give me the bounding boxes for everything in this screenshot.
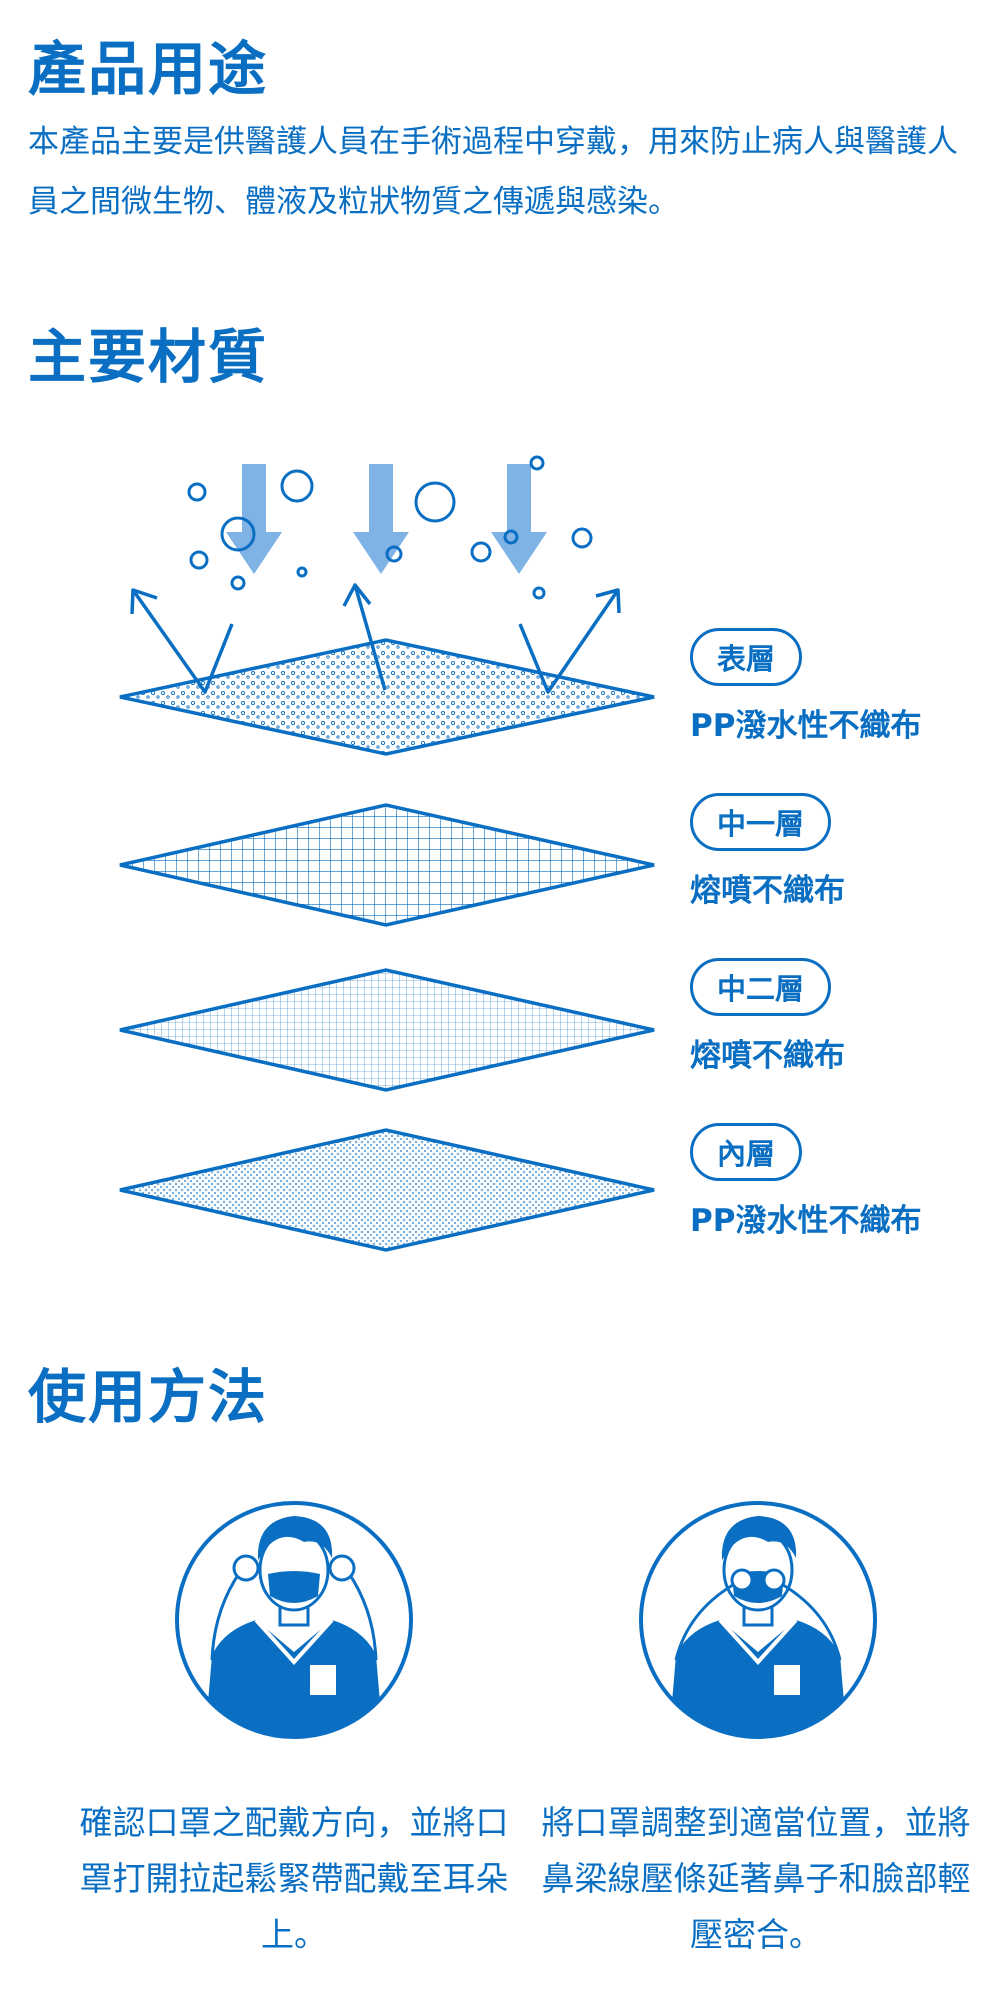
layer-surface-sheet [119,638,655,756]
layer-description: 熔噴不織布 [690,873,845,909]
layer-name-badge: 中一層 [690,793,832,851]
step-2-illustration [639,1501,877,1739]
material-layers-diagram [119,455,655,1252]
layer-middle-two-sheet [119,968,655,1092]
layer-name-badge: 表層 [690,628,803,686]
person-wearing-mask-icon [204,1516,384,1737]
layer-label-middle-one: 中一層 熔噴不織布 [690,793,990,910]
step-1-illustration [175,1501,413,1739]
layer-name-badge: 內層 [690,1123,803,1181]
materials-title: 主要材質 [28,323,269,391]
layer-label-middle-two: 中二層 熔噴不織布 [690,958,990,1075]
layer-description: 熔噴不織布 [690,1038,845,1074]
usage-title: 產品用途 [28,35,269,103]
layer-name-badge: 中二層 [690,958,832,1016]
layer-label-inner: 內層 PP潑水性不織布 [690,1123,990,1240]
step-2-caption: 將口罩調整到適當位置，並將鼻梁線壓條延著鼻子和臉部輕壓密合。 [541,1803,971,1954]
method-title: 使用方法 [28,1363,269,1431]
layer-description: PP潑水性不織布 [690,708,922,744]
step-1-caption: 確認口罩之配戴方向，並將口罩打開拉起鬆緊帶配戴至耳朵上。 [79,1803,509,1954]
person-wearing-mask-icon [668,1516,848,1737]
layer-inner-sheet [119,1128,655,1252]
layer-middle-one-sheet [119,803,655,927]
usage-text: 本產品主要是供醫護人員在手術過程中穿戴，用來防止病人與醫護人員之間微生物、體液及… [28,124,958,220]
layer-description: PP潑水性不織布 [690,1203,922,1239]
bounce-arrow-icon [130,583,621,694]
particle-bubble-icon [187,455,593,600]
layer-label-surface: 表層 PP潑水性不織布 [690,628,990,745]
